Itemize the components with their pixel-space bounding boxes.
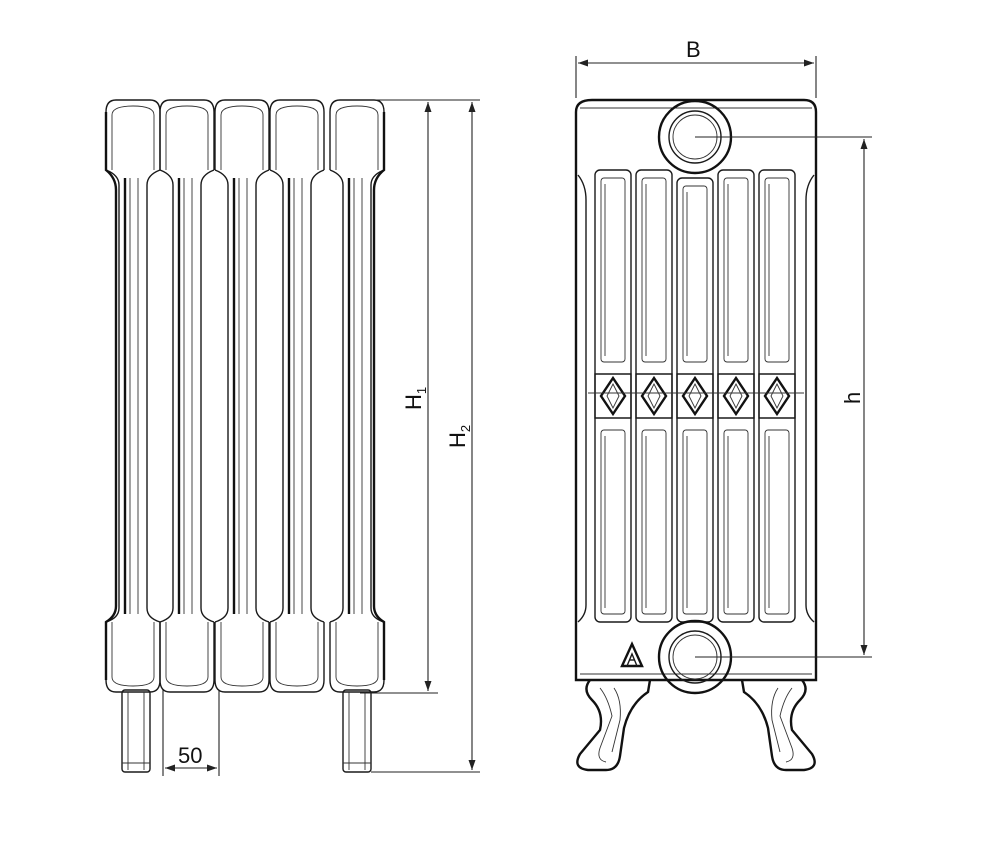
front-view: B h bbox=[574, 37, 872, 772]
dimension-section-width: 50 bbox=[162, 690, 220, 776]
dimension-h-label: h bbox=[840, 392, 865, 404]
front-view-body-outline bbox=[574, 98, 818, 682]
side-view: H1 H2 50 bbox=[104, 99, 480, 776]
dimension-b: B bbox=[575, 37, 817, 98]
dimension-h: h bbox=[695, 136, 872, 658]
dimension-h2-label: H2 bbox=[445, 425, 473, 448]
manufacturer-logo bbox=[620, 641, 644, 668]
side-view-right-foot bbox=[342, 689, 372, 773]
side-view-columns bbox=[104, 99, 386, 693]
dimension-h2: H2 bbox=[371, 99, 480, 773]
side-view-column bbox=[329, 99, 385, 693]
front-view-columns bbox=[594, 169, 796, 623]
side-view-left-foot bbox=[121, 689, 151, 773]
side-view-column bbox=[105, 99, 161, 693]
front-view-column bbox=[676, 177, 714, 623]
dimension-h1-label: H1 bbox=[401, 387, 429, 410]
dimension-section-width-label: 50 bbox=[178, 743, 202, 768]
front-view-left-foot bbox=[576, 679, 652, 772]
side-view-column bbox=[214, 99, 270, 693]
front-view-side-fins bbox=[577, 174, 815, 623]
front-view-column bbox=[635, 169, 673, 623]
front-view-column bbox=[758, 169, 796, 623]
side-view-column bbox=[269, 99, 325, 693]
front-view-right-foot bbox=[740, 679, 816, 772]
dimension-b-label: B bbox=[686, 37, 701, 62]
front-view-column bbox=[717, 169, 755, 623]
front-view-column bbox=[594, 169, 632, 623]
dimension-h1: H1 bbox=[360, 99, 438, 694]
side-view-column bbox=[159, 99, 215, 693]
